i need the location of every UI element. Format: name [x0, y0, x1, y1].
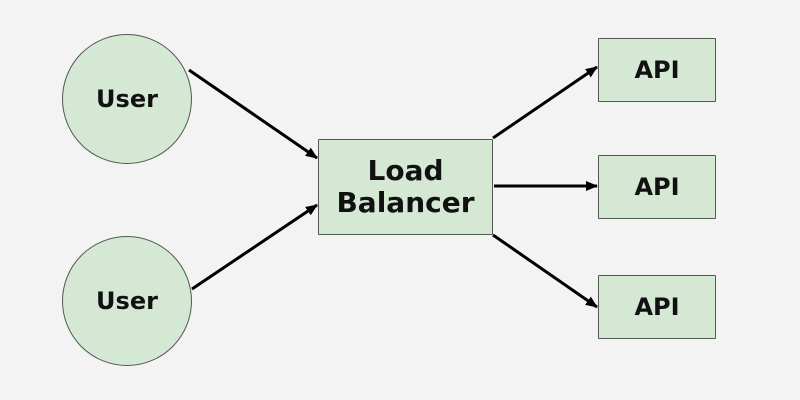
load-balancer-label-line-2: Balancer: [336, 186, 475, 219]
load-balancer-node: Load Balancer: [318, 139, 493, 235]
api-node-1: API: [598, 38, 716, 102]
api-node-2: API: [598, 155, 716, 219]
user-node-bottom-label: User: [96, 287, 158, 315]
api-node-3: API: [598, 275, 716, 339]
edge-load-balancer-to-api-1: [492, 65, 598, 140]
api-node-1-label: API: [634, 56, 680, 84]
user-node-top: User: [62, 34, 192, 164]
user-node-top-label: User: [96, 85, 158, 113]
edge-load-balancer-to-api-3: [492, 233, 598, 309]
api-node-2-label: API: [634, 173, 680, 201]
load-balancer-label: Load Balancer: [336, 155, 474, 219]
edge-user-bottom-to-load-balancer: [191, 203, 318, 291]
user-node-bottom: User: [62, 236, 192, 366]
load-balancer-label-line-1: Load: [367, 154, 444, 187]
api-node-3-label: API: [634, 293, 680, 321]
edge-user-top-to-load-balancer: [188, 68, 318, 160]
